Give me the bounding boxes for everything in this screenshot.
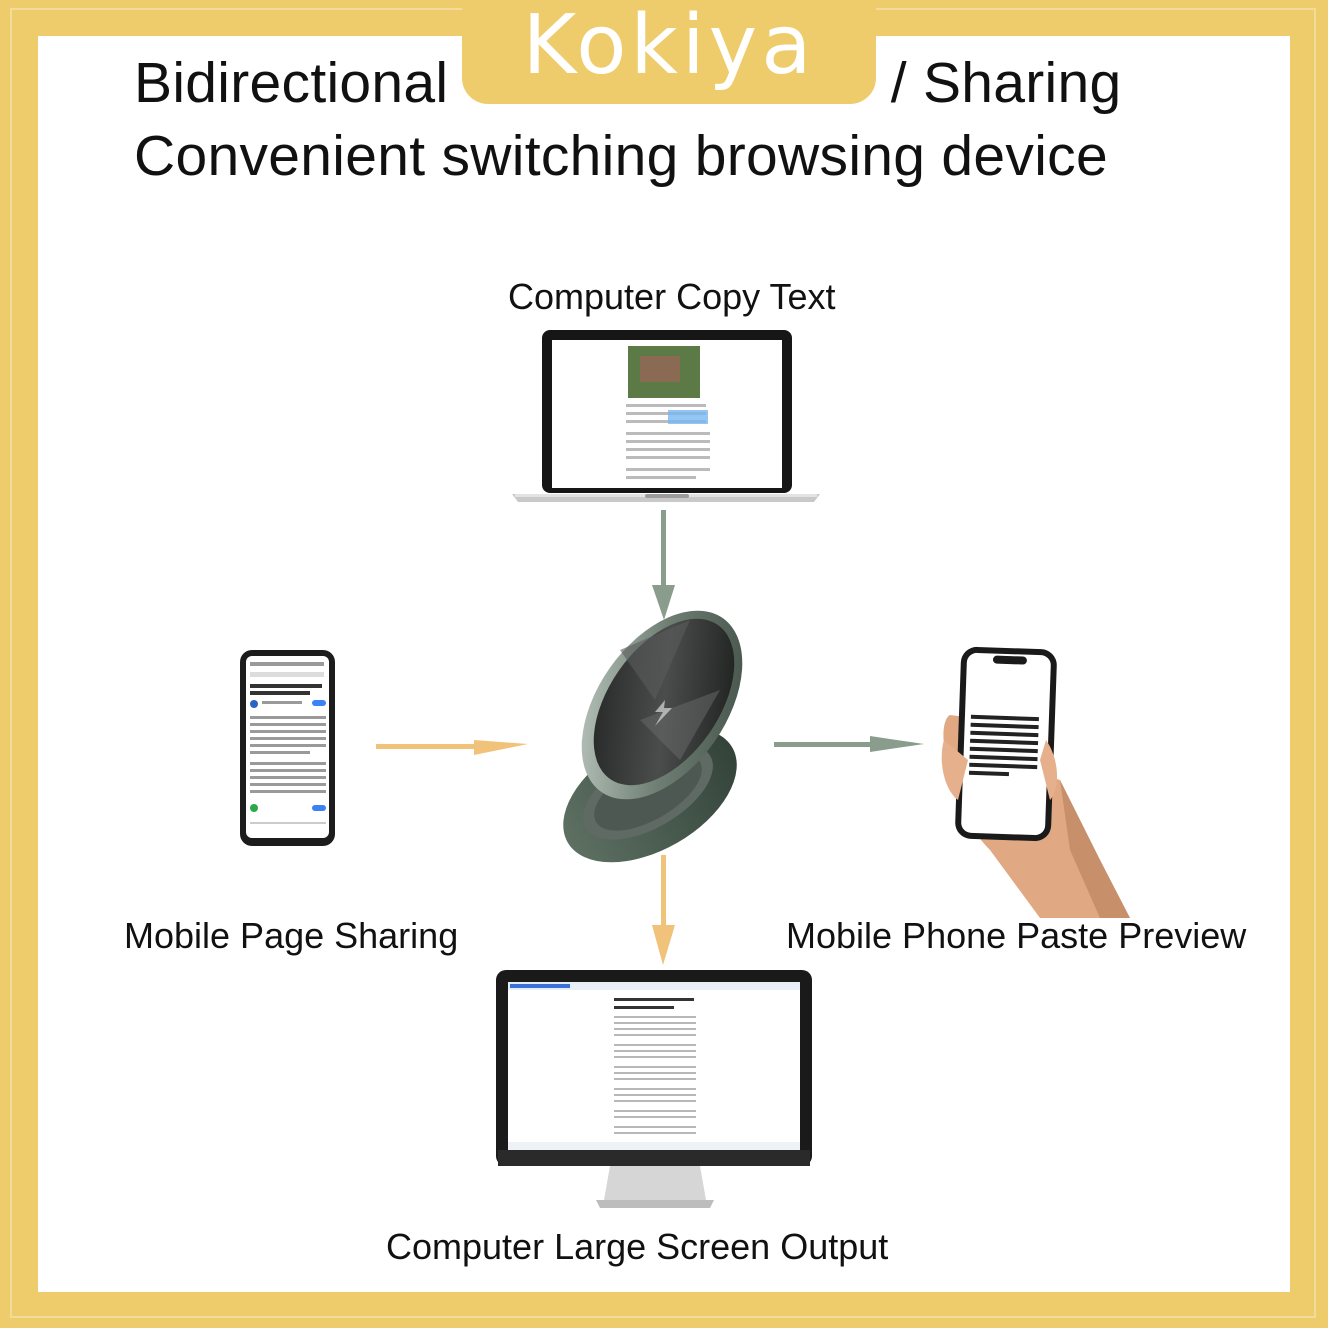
label-computer-copy-text: Computer Copy Text bbox=[508, 276, 836, 317]
monitor-icon bbox=[496, 970, 812, 1208]
brand-watermark: Kokiya bbox=[522, 0, 816, 93]
label-mobile-phone-paste-preview: Mobile Phone Paste Preview bbox=[786, 915, 1247, 956]
label-computer-large-screen-output: Computer Large Screen Output bbox=[386, 1226, 889, 1267]
headline-line-1: Bidirectional / Sharing bbox=[134, 50, 1122, 116]
headline-line-1-end: / Sharing bbox=[890, 51, 1122, 115]
headline-line-2: Convenient switching browsing device bbox=[134, 124, 1108, 188]
smartphone-icon bbox=[240, 650, 335, 846]
brand-tab: Kokiya bbox=[462, 0, 876, 104]
arrow-hub-to-bottom bbox=[652, 855, 675, 965]
arrow-top-to-hub bbox=[652, 510, 675, 620]
arrow-hub-to-right bbox=[774, 736, 924, 752]
hand-phone-icon bbox=[941, 646, 1130, 918]
wireless-charger-icon bbox=[563, 610, 743, 863]
arrow-left-to-hub bbox=[376, 740, 528, 755]
laptop-icon bbox=[512, 330, 820, 502]
headline-line-1-start: Bidirectional bbox=[134, 51, 449, 115]
label-mobile-page-sharing: Mobile Page Sharing bbox=[124, 915, 459, 956]
